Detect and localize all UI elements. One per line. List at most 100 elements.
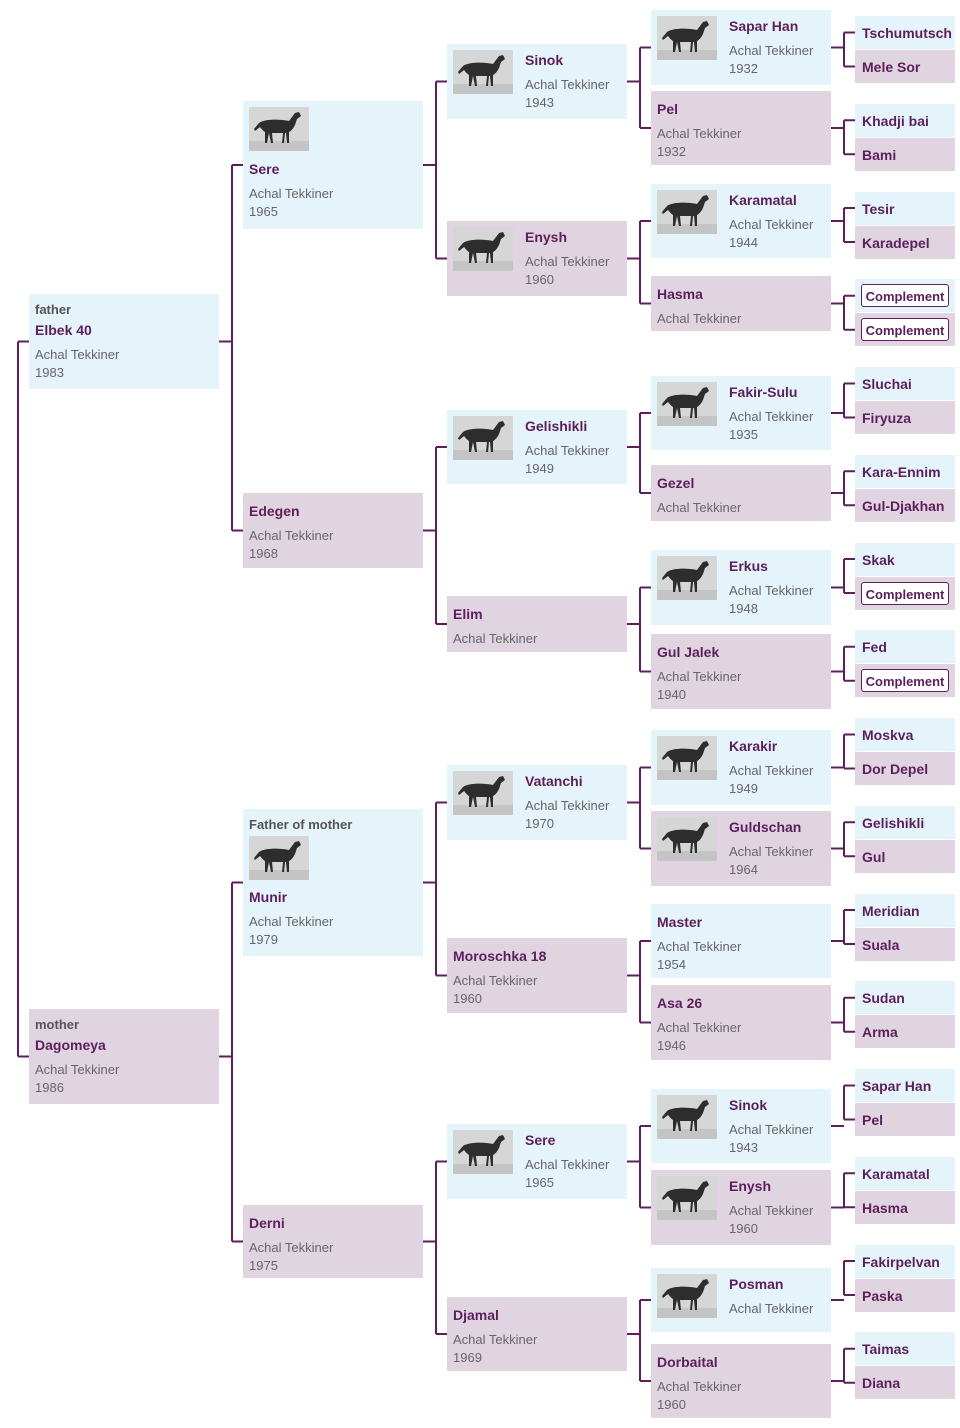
horse-photo[interactable] bbox=[249, 836, 309, 880]
horse-photo[interactable] bbox=[453, 416, 513, 460]
gen5-horse-card[interactable]: Karamatal bbox=[855, 1156, 955, 1190]
horse-name[interactable]: Kara-Ennim bbox=[862, 463, 941, 480]
horse-photo[interactable] bbox=[657, 1176, 717, 1220]
gen5-horse-card[interactable]: Mele Sor bbox=[855, 50, 955, 83]
gen5-horse-card[interactable]: Moskva bbox=[855, 718, 955, 751]
complement-button[interactable]: Complement bbox=[861, 284, 949, 308]
horse-name[interactable]: Enysh bbox=[525, 229, 568, 245]
horse-name[interactable]: Hasma bbox=[657, 286, 703, 302]
horse-name[interactable]: Firyuza bbox=[862, 410, 912, 426]
horse-name[interactable]: Dor Depel bbox=[862, 761, 929, 777]
gen5-horse-card[interactable]: Hasma bbox=[855, 1190, 955, 1224]
horse-name[interactable]: Sapar Han bbox=[862, 1078, 932, 1094]
gen5-horse-card[interactable]: Suala bbox=[855, 927, 955, 961]
gen5-horse-card[interactable]: Pel bbox=[855, 1103, 955, 1136]
gen5-horse-card[interactable]: Gelishikli bbox=[855, 805, 955, 839]
horse-name[interactable]: Karamatal bbox=[862, 1165, 930, 1182]
horse-name[interactable]: Gul bbox=[862, 848, 886, 865]
horse-photo[interactable] bbox=[453, 50, 513, 94]
complement-button[interactable]: Complement bbox=[861, 669, 949, 693]
horse-photo[interactable] bbox=[657, 817, 717, 861]
horse-name[interactable]: Erkus bbox=[729, 558, 768, 574]
horse-photo[interactable] bbox=[453, 771, 513, 815]
horse-name[interactable]: Dorbaital bbox=[657, 1354, 718, 1370]
horse-name[interactable]: Suala bbox=[862, 936, 900, 953]
horse-name[interactable]: Hasma bbox=[862, 1199, 908, 1216]
horse-photo[interactable] bbox=[453, 1130, 513, 1174]
horse-name[interactable]: Taimas bbox=[862, 1341, 910, 1358]
horse-name[interactable]: Elbek 40 bbox=[35, 322, 92, 338]
horse-name[interactable]: Pel bbox=[862, 1112, 884, 1128]
horse-name[interactable]: Gul-Djakhan bbox=[862, 497, 945, 514]
gen5-horse-card[interactable]: Sluchai bbox=[855, 367, 955, 400]
gen5-horse-card[interactable]: Diana bbox=[855, 1366, 955, 1400]
horse-name[interactable]: Dagomeya bbox=[35, 1037, 106, 1053]
gen5-horse-card[interactable]: Karadepel bbox=[855, 225, 955, 259]
horse-name[interactable]: Gul Jalek bbox=[657, 644, 720, 660]
horse-name[interactable]: Edegen bbox=[249, 503, 300, 519]
horse-name[interactable]: Sinok bbox=[525, 52, 564, 68]
horse-name[interactable]: Karakir bbox=[729, 738, 778, 754]
gen5-horse-card[interactable]: Fakirpelvan bbox=[855, 1244, 955, 1278]
horse-photo[interactable] bbox=[657, 16, 717, 60]
horse-name[interactable]: Enysh bbox=[729, 1178, 772, 1194]
horse-photo[interactable] bbox=[657, 736, 717, 780]
gen5-horse-card[interactable]: Firyuza bbox=[855, 401, 955, 434]
gen5-horse-card[interactable]: Sapar Han bbox=[855, 1069, 955, 1102]
gen5-horse-card[interactable]: Gul-Djakhan bbox=[855, 488, 955, 522]
complement-button[interactable]: Complement bbox=[861, 318, 949, 342]
horse-name[interactable]: Sere bbox=[249, 161, 280, 177]
gen5-horse-card[interactable]: Complement bbox=[855, 576, 955, 610]
horse-name[interactable]: Mele Sor bbox=[862, 59, 921, 75]
gen5-horse-card[interactable]: Khadji bai bbox=[855, 103, 955, 137]
horse-name[interactable]: Gelishikli bbox=[862, 814, 925, 831]
horse-name[interactable]: Pel bbox=[657, 101, 679, 117]
horse-name[interactable]: Gelishikli bbox=[525, 418, 588, 434]
horse-name[interactable]: Fakirpelvan bbox=[862, 1253, 940, 1270]
gen5-horse-card[interactable]: Tschumutsch bbox=[855, 16, 955, 49]
horse-photo[interactable] bbox=[657, 1095, 717, 1139]
horse-name[interactable]: Paska bbox=[862, 1287, 903, 1304]
gen5-horse-card[interactable]: Skak bbox=[855, 542, 955, 576]
horse-name[interactable]: Sere bbox=[525, 1132, 556, 1148]
horse-name[interactable]: Karadepel bbox=[862, 234, 930, 251]
horse-name[interactable]: Gezel bbox=[657, 475, 695, 491]
gen5-horse-card[interactable]: Taimas bbox=[855, 1332, 955, 1366]
horse-name[interactable]: Moskva bbox=[862, 727, 914, 743]
gen5-horse-card[interactable]: Bami bbox=[855, 137, 955, 171]
horse-photo[interactable] bbox=[657, 556, 717, 600]
horse-name[interactable]: Djamal bbox=[453, 1307, 499, 1323]
horse-photo[interactable] bbox=[657, 1274, 717, 1318]
horse-name[interactable]: Sapar Han bbox=[729, 18, 799, 34]
horse-name[interactable]: Meridian bbox=[862, 902, 920, 919]
horse-photo[interactable] bbox=[453, 227, 513, 271]
horse-name[interactable]: Arma bbox=[862, 1024, 898, 1041]
gen5-horse-card[interactable]: Complement bbox=[855, 279, 955, 313]
horse-name[interactable]: Diana bbox=[862, 1375, 901, 1392]
horse-name[interactable]: Tschumutsch bbox=[862, 25, 952, 41]
horse-photo[interactable] bbox=[249, 107, 309, 151]
horse-name[interactable]: Elim bbox=[453, 606, 483, 622]
horse-name[interactable]: Fed bbox=[862, 639, 887, 656]
horse-name[interactable]: Fakir-Sulu bbox=[729, 384, 798, 400]
